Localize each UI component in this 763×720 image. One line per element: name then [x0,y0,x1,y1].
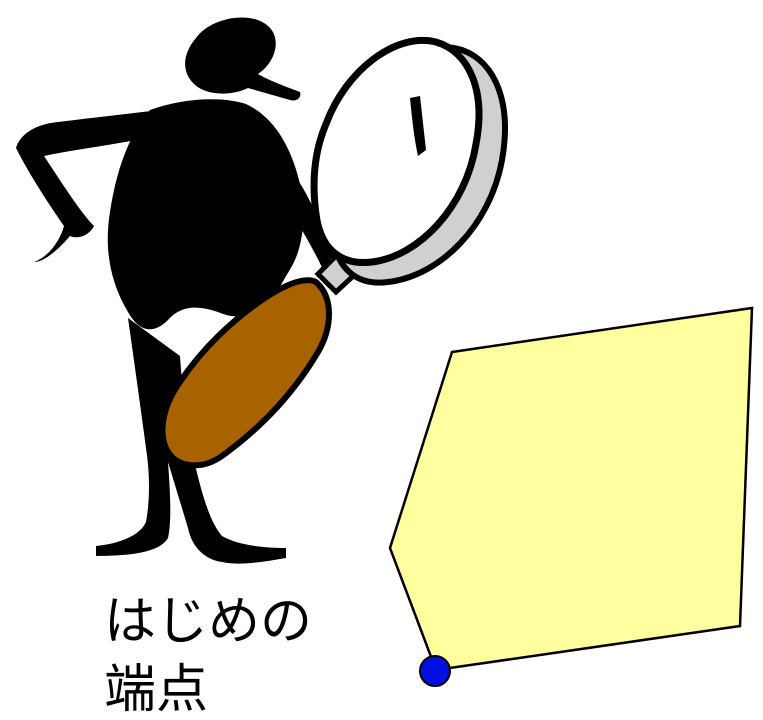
figure-legs [96,318,286,564]
caption-start-endpoint-line1: はじめの [104,592,313,652]
magnifier-lens [310,37,483,266]
target-polygon [388,306,754,672]
caption-start-endpoint-line2: 端点 [104,660,209,720]
magnifier-handle [159,277,332,469]
lens-glint [410,96,426,156]
magnifier-figure-icon [16,17,508,564]
start-endpoint-dot-icon [419,655,451,687]
figure-left-arm [16,110,160,262]
figure-head [185,17,301,101]
figure-right-arm [252,138,340,276]
figure-body [107,99,304,330]
